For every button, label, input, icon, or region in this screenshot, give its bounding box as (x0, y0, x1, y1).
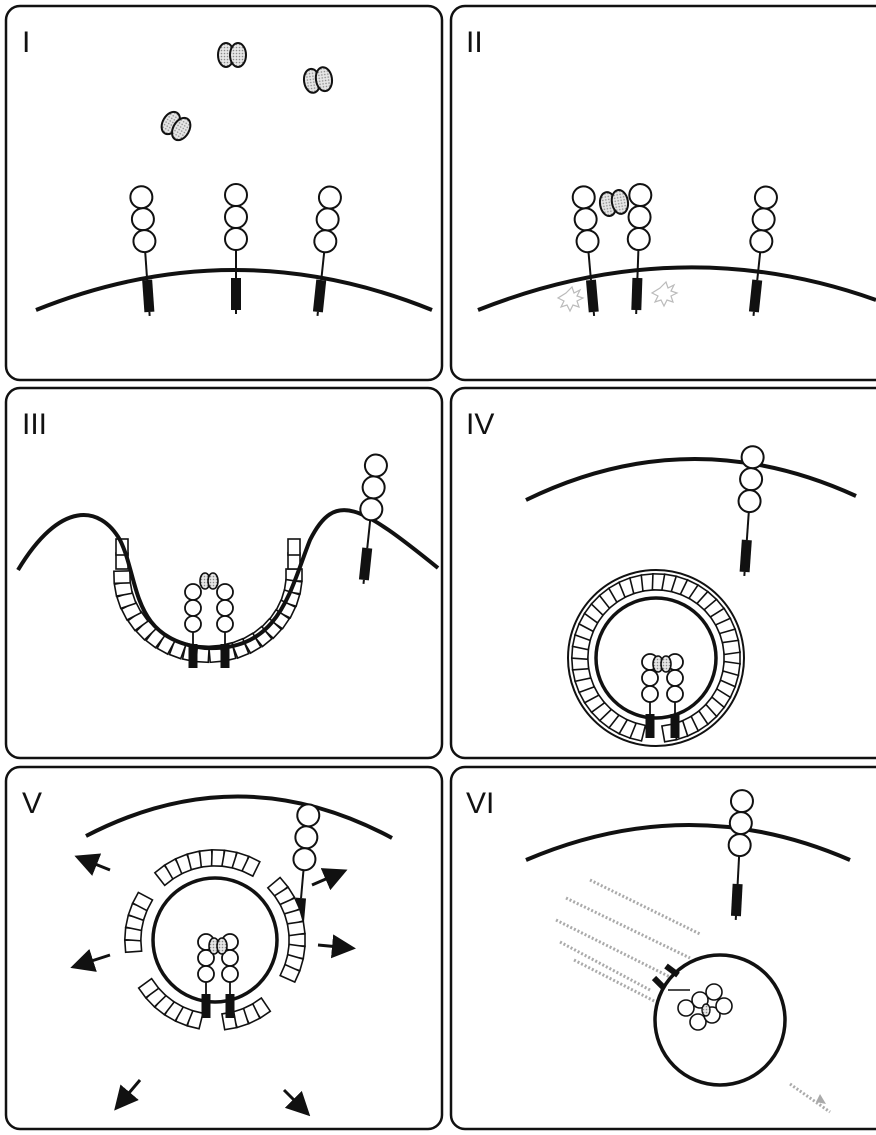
panel-2: II (451, 6, 876, 380)
receptor (743, 185, 778, 317)
ligand-dimer (209, 938, 227, 954)
clathrin-subunit (114, 571, 130, 583)
clathrin-subunit (287, 922, 305, 936)
clathrin-coat (114, 539, 302, 662)
receptor (353, 453, 388, 585)
panel-3-border (6, 388, 442, 758)
ligand-dimer (200, 573, 218, 589)
coat-release-arrows (76, 858, 350, 1112)
panel-3: III (6, 388, 442, 758)
activation-signal (558, 282, 677, 311)
panel-2-label: II (466, 26, 483, 59)
receptor (733, 445, 764, 576)
ligand-dimer (218, 43, 246, 67)
clathrin-subunit (723, 640, 741, 654)
receptor (130, 185, 161, 316)
panel-5-label: V (22, 787, 42, 820)
cell-membrane (526, 459, 856, 500)
receptor (225, 184, 247, 314)
panel-6: VI (451, 767, 876, 1129)
panel-1: I (6, 6, 442, 380)
panel-6-border (451, 767, 876, 1129)
panel-6-label: VI (466, 787, 494, 820)
receptor (625, 184, 652, 315)
cell-membrane (526, 825, 850, 860)
ligand-dimer (158, 109, 194, 144)
cell-membrane (478, 267, 876, 310)
panel-2-border (451, 6, 876, 380)
panel-4-label: IV (466, 408, 494, 441)
panel-4: IV (451, 388, 876, 758)
receptor (307, 185, 342, 317)
panel-5: V (6, 767, 442, 1129)
clathrin-subunit (288, 539, 300, 555)
cell-membrane (86, 796, 392, 838)
panel-4-border (451, 388, 876, 758)
receptor (725, 790, 754, 921)
ligand-dimer (302, 66, 333, 94)
panel-1-label: I (22, 26, 30, 59)
panel-3-label: III (22, 408, 47, 441)
ligand-dimer (598, 189, 630, 217)
ligand-dimer (653, 656, 671, 672)
